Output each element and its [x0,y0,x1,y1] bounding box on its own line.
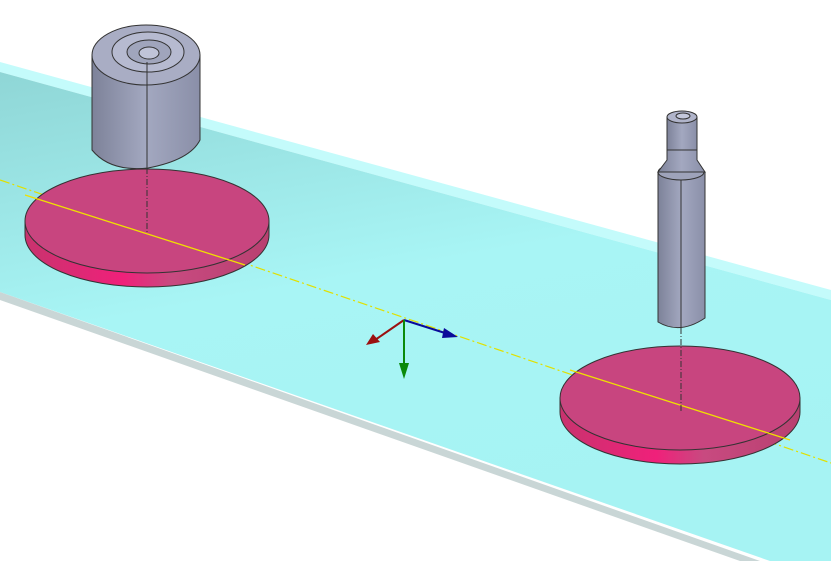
punch-small[interactable] [657,110,706,412]
plate-top-face [0,62,831,300]
plate-bottom-edge [0,292,760,561]
punch-large[interactable] [91,24,201,232]
x-axis-arrow [374,319,405,341]
coordinate-triad [366,319,458,379]
disc-right[interactable] [559,345,801,465]
z-axis-arrow [403,319,446,334]
